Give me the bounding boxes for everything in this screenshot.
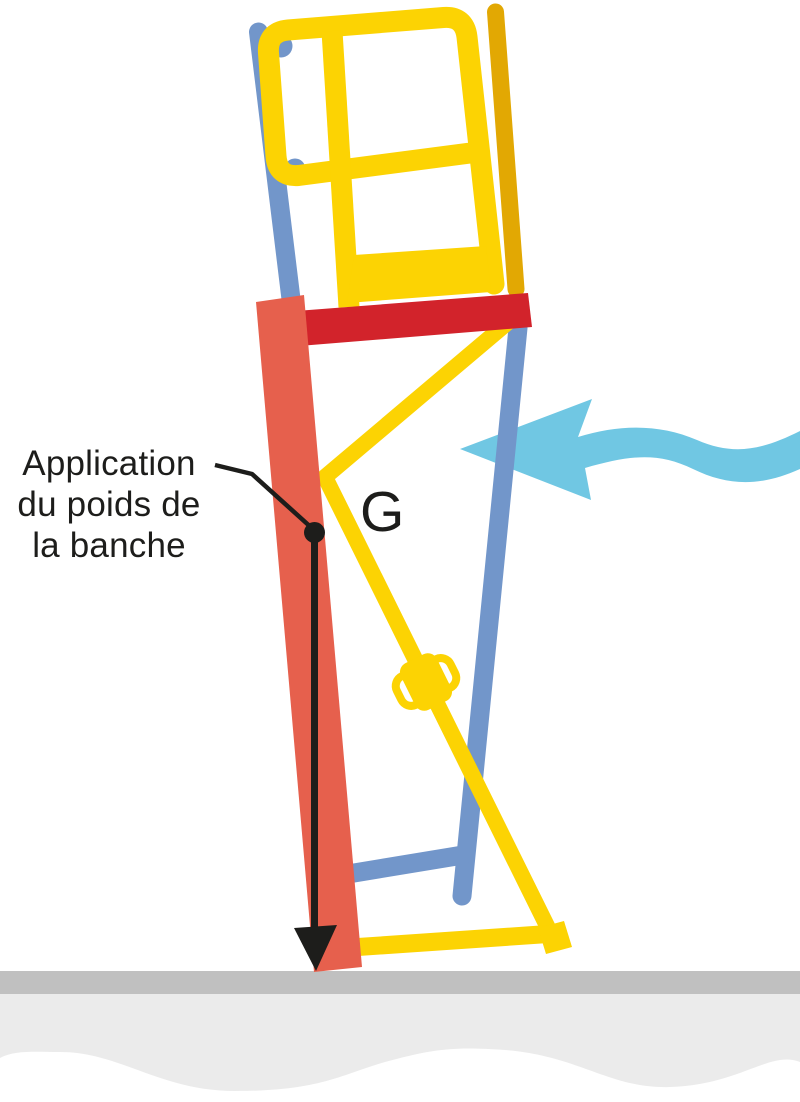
wind-arrow <box>460 399 800 500</box>
yellow-filled-parts <box>347 246 572 954</box>
center-of-gravity-label: G <box>360 480 405 544</box>
guardrail-divider <box>321 30 360 308</box>
ground-surface-strip <box>0 971 800 994</box>
weight-annotation-fills <box>294 522 337 971</box>
weight-arrow-head <box>294 925 337 971</box>
annotation-line-1: Application <box>22 444 196 483</box>
turnbuckle-body <box>399 653 453 711</box>
brace-foot-plate <box>538 921 572 954</box>
bottom-rail <box>357 925 549 956</box>
banche-panel <box>256 295 362 972</box>
platform-beam <box>296 293 532 346</box>
turnbuckle-pad <box>399 653 453 711</box>
bottom-cross-bar <box>344 845 473 883</box>
guardrail-frame <box>257 6 505 295</box>
toe-board <box>347 246 491 303</box>
leader-line <box>214 462 316 532</box>
stabilizer-brace <box>317 310 561 946</box>
rear-upright <box>487 3 525 298</box>
rear-strut <box>452 318 528 906</box>
annotation-line-3: la banche <box>32 526 186 565</box>
annotation-line-2: du poids de <box>17 485 201 524</box>
weight-annotation-label: Application du poids de la banche <box>0 443 218 566</box>
application-point-dot <box>304 522 325 543</box>
yellow-members <box>257 6 561 956</box>
weight-annotation-strokes <box>214 462 318 932</box>
ground-soil <box>0 994 800 1091</box>
